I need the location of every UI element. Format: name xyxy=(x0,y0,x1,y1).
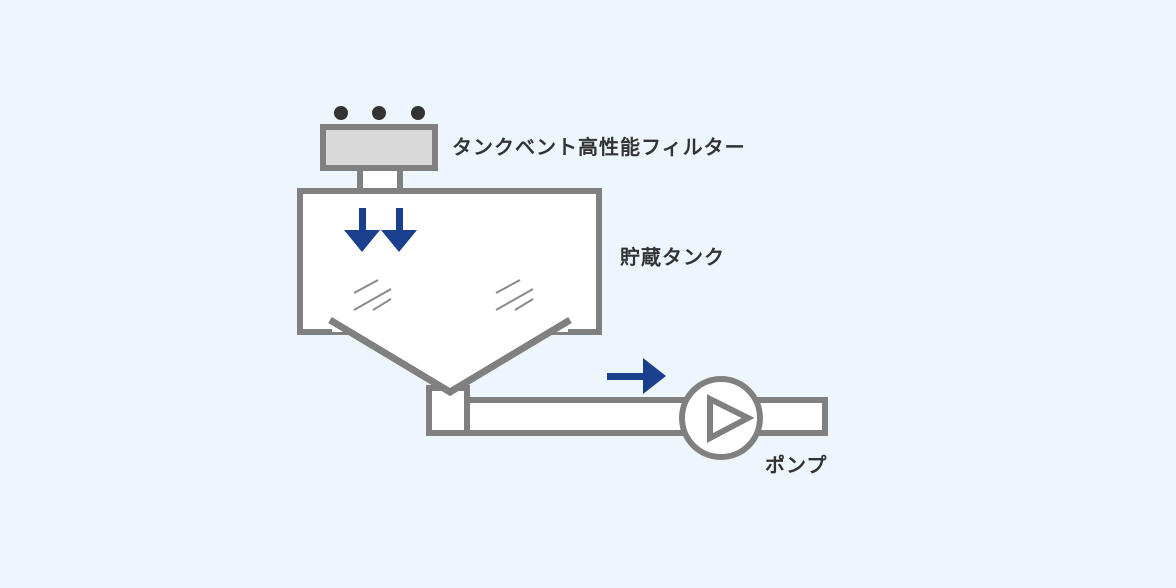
pump-triangle xyxy=(707,394,755,443)
pump-label: ポンプ xyxy=(765,453,828,477)
hopper-cone xyxy=(328,316,572,397)
pump-icon xyxy=(679,376,763,460)
down-arrows xyxy=(344,208,417,252)
indicator-dot xyxy=(372,106,386,120)
filter-label: タンクベント高性能フィルター xyxy=(452,135,746,159)
indicator-dot xyxy=(411,106,425,120)
liquid-hatch xyxy=(353,279,534,311)
horizontal-pipe xyxy=(464,397,828,436)
indicator-dot xyxy=(334,106,348,120)
vent-filter xyxy=(320,124,438,171)
filter-dots xyxy=(334,106,425,120)
tank-label: 貯蔵タンク xyxy=(620,245,725,269)
storage-tank xyxy=(297,188,602,335)
arrow-right-icon xyxy=(607,358,666,394)
arrow-down-icon xyxy=(381,230,417,252)
arrow-down-icon xyxy=(344,230,380,252)
